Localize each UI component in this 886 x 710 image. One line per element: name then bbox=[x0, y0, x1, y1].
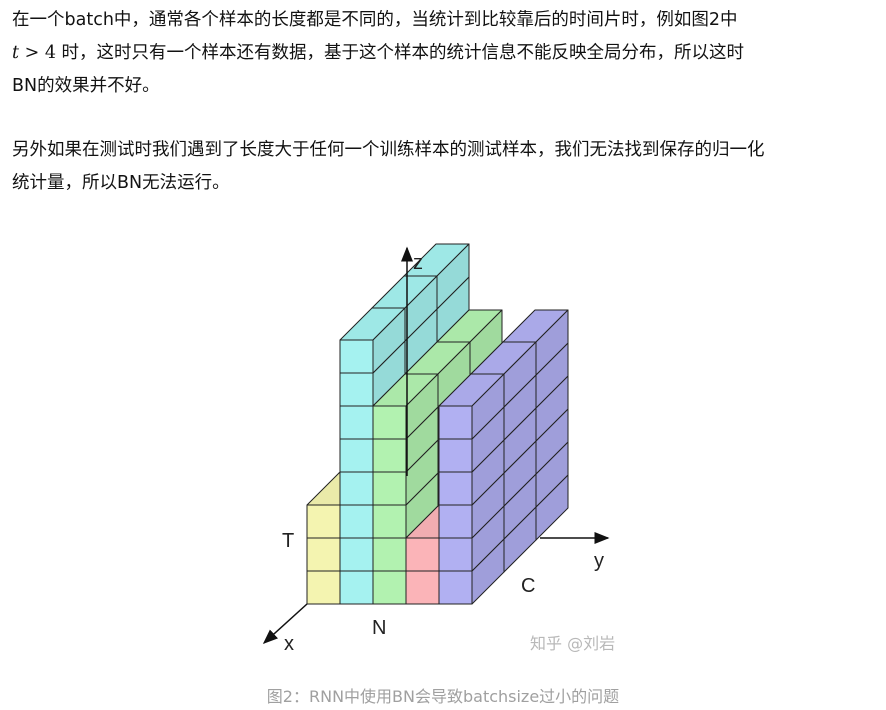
cube-front-face bbox=[438, 405, 473, 440]
cube-front-face bbox=[339, 405, 374, 440]
cube-front-face bbox=[372, 537, 407, 572]
cube-front-face bbox=[372, 405, 407, 440]
cube-front-face bbox=[339, 372, 374, 407]
para2-line1: 另外如果在测试时我们遇到了长度大于任何一个训练样本的测试样本，我们无法找到保存的… bbox=[12, 140, 765, 160]
x-axis-label: x bbox=[284, 633, 294, 655]
figure-caption: 图2：RNN中使用BN会导致batchsize过小的问题 bbox=[266, 687, 620, 706]
para1-line2: 时，这时只有一个样本还有数据，基于这个样本的统计信息不能反映全局分布，所以这时 bbox=[55, 43, 745, 63]
cube-stack bbox=[306, 243, 569, 605]
paragraph-1: 在一个batch中，通常各个样本的长度都是不同的，当统计到比较靠后的时间片时，例… bbox=[12, 4, 874, 103]
z-axis-label: z bbox=[413, 252, 423, 274]
axes bbox=[262, 246, 610, 645]
paragraph-2: 另外如果在测试时我们遇到了长度大于任何一个训练样本的测试样本，我们无法找到保存的… bbox=[12, 134, 874, 200]
c-label: C bbox=[521, 575, 535, 597]
cube-front-face bbox=[405, 537, 440, 572]
x-axis bbox=[262, 603, 308, 645]
cube-front-face bbox=[438, 504, 473, 539]
cube-front-face bbox=[372, 438, 407, 473]
cube-front-face bbox=[339, 504, 374, 539]
cube-front-face bbox=[372, 471, 407, 506]
cube-front-face bbox=[306, 570, 341, 605]
cube-front-face bbox=[438, 537, 473, 572]
math-var: t bbox=[12, 43, 20, 63]
y-axis-label: y bbox=[594, 550, 604, 572]
cube-front-face bbox=[438, 471, 473, 506]
cube-front-face bbox=[339, 471, 374, 506]
math-op: > 4 bbox=[19, 43, 56, 63]
cube-front-face bbox=[339, 339, 374, 374]
cube-front-face bbox=[339, 570, 374, 605]
n-label: N bbox=[372, 617, 386, 639]
cube-front-face bbox=[405, 570, 440, 605]
cube-front-face bbox=[339, 438, 374, 473]
t-label: T bbox=[282, 530, 294, 552]
cube-front-face bbox=[306, 504, 341, 539]
cube-front-face bbox=[438, 438, 473, 473]
cube-front-face bbox=[306, 537, 341, 572]
bn-rnn-figure: z y x T N C 知乎 @刘岩 bbox=[262, 243, 615, 655]
para1-line1: 在一个batch中，通常各个样本的长度都是不同的，当统计到比较靠后的时间片时，例… bbox=[12, 10, 738, 30]
cube-front-face bbox=[372, 504, 407, 539]
cube-front-face bbox=[372, 570, 407, 605]
cube-front-face bbox=[339, 537, 374, 572]
para2-line2: 统计量，所以BN无法运行。 bbox=[12, 173, 230, 193]
cube-front-face bbox=[438, 570, 473, 605]
watermark: 知乎 @刘岩 bbox=[530, 634, 615, 653]
math-expression: t > 4 bbox=[12, 43, 56, 63]
para1-line3: BN的效果并不好。 bbox=[12, 76, 160, 96]
